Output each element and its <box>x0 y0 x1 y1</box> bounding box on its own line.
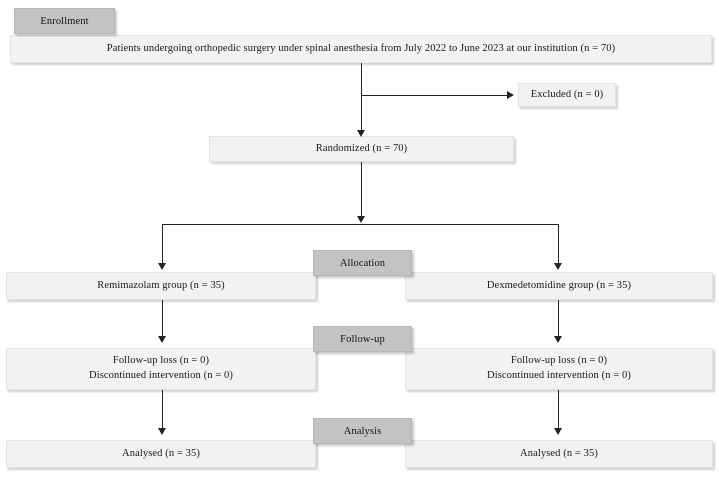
box-followup-right: Follow-up loss (n = 0) Discontinued inte… <box>405 348 713 390</box>
arrowhead-allocation-right-to-followup-right <box>554 336 562 343</box>
stage-label-followup-text: Follow-up <box>340 333 385 345</box>
connector-enrollment-to-randomized <box>361 63 363 133</box>
connector-split-bar <box>162 224 559 226</box>
box-randomized-line-1: Randomized (n = 70) <box>315 142 408 154</box>
stage-label-enrollment: Enrollment <box>14 8 115 34</box>
box-enrollment: Patients undergoing orthopedic surgery u… <box>10 35 712 63</box>
box-followup-right-line-1: Follow-up loss (n = 0) <box>510 355 608 367</box>
box-analysis-right: Analysed (n = 35) <box>405 440 713 468</box>
arrowhead-randomized-to-split <box>357 216 365 223</box>
box-followup-left: Follow-up loss (n = 0) Discontinued inte… <box>6 348 316 390</box>
stage-label-allocation-text: Allocation <box>339 257 386 269</box>
stage-label-analysis-text: Analysis <box>343 425 382 437</box>
box-analysis-right-line-1: Analysed (n = 35) <box>520 447 598 459</box>
box-enrollment-line-1: Patients undergoing orthopedic surgery u… <box>106 42 616 54</box>
arrowhead-followup-right-to-analysis-right <box>554 428 562 435</box>
box-excluded-line-1: Excluded (n = 0) <box>530 88 604 100</box>
connector-to-excluded <box>361 95 509 97</box>
box-allocation-left: Remimazolam group (n = 35) <box>6 272 316 300</box>
box-excluded: Excluded (n = 0) <box>518 83 616 107</box>
stage-label-enrollment-text: Enrollment <box>40 15 89 27</box>
box-analysis-left-line-1: Analysed (n = 35) <box>122 447 200 459</box>
connector-split-right-branch <box>558 224 560 266</box>
stage-label-allocation: Allocation <box>313 250 412 276</box>
box-allocation-left-line-1: Remimazolam group (n = 35) <box>97 279 225 291</box>
connector-allocation-right-to-followup-right <box>558 300 560 338</box>
box-followup-left-line-2: Discontinued intervention (n = 0) <box>89 370 233 381</box>
connector-followup-left-to-analysis-left <box>162 390 164 430</box>
stage-label-analysis: Analysis <box>313 418 412 444</box>
arrowhead-to-excluded <box>507 91 514 99</box>
connector-allocation-left-to-followup-left <box>162 300 164 338</box>
connector-randomized-to-split <box>361 162 363 218</box>
arrowhead-followup-left-to-analysis-left <box>158 428 166 435</box>
box-analysis-left: Analysed (n = 35) <box>6 440 316 468</box>
box-allocation-right-line-1: Dexmedetomidine group (n = 35) <box>486 279 632 291</box>
box-randomized: Randomized (n = 70) <box>209 136 514 162</box>
stage-label-followup: Follow-up <box>313 326 412 352</box>
connector-followup-right-to-analysis-right <box>558 390 560 430</box>
box-followup-left-line-1: Follow-up loss (n = 0) <box>112 355 210 367</box>
box-allocation-right: Dexmedetomidine group (n = 35) <box>405 272 713 300</box>
arrowhead-enrollment-to-randomized <box>357 130 365 137</box>
connector-split-left-branch <box>162 224 164 266</box>
box-followup-right-line-2: Discontinued intervention (n = 0) <box>487 370 631 381</box>
arrowhead-split-right-branch <box>554 263 562 270</box>
arrowhead-allocation-left-to-followup-left <box>158 336 166 343</box>
arrowhead-split-left-branch <box>158 263 166 270</box>
